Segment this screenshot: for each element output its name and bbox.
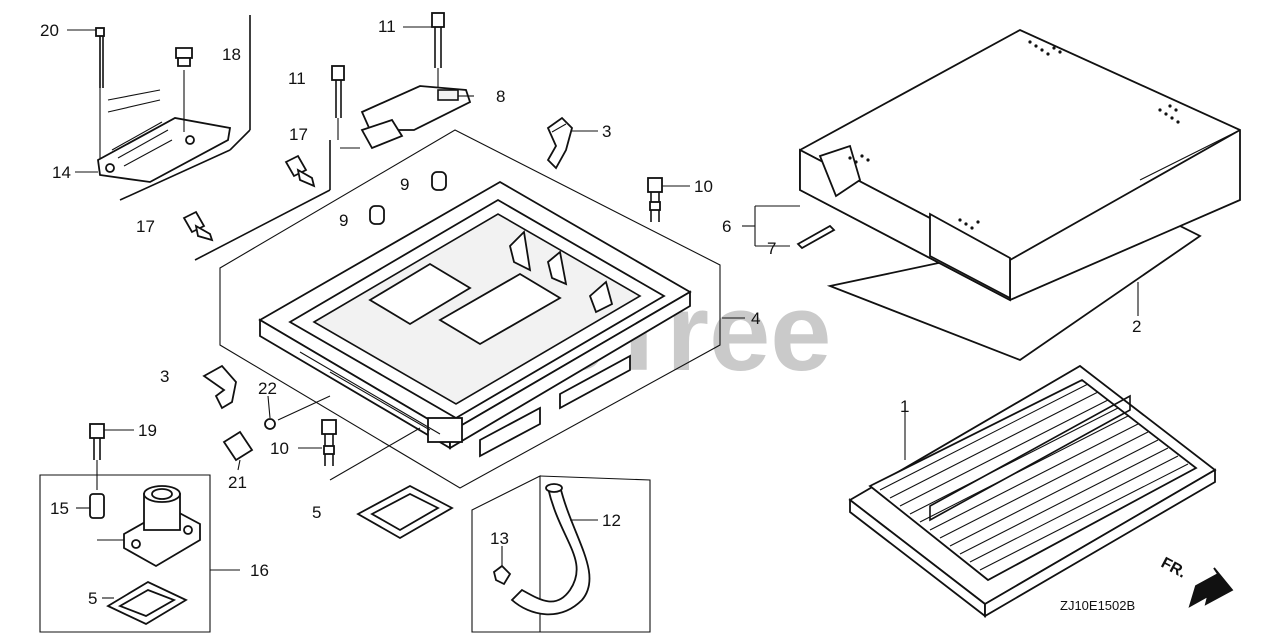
callout-22: 22 [258, 379, 277, 398]
gasket-5-lower[interactable] [106, 580, 188, 626]
clip-3-lower[interactable] [202, 364, 237, 410]
pin-7[interactable] [796, 224, 836, 250]
clip-3-upper[interactable] [546, 116, 574, 170]
plate-8[interactable] [340, 85, 472, 150]
cover-vent-dots [848, 40, 1180, 230]
callout-11-left: 11 [288, 69, 306, 88]
callout-16: 16 [250, 561, 269, 580]
callout-1: 1 [900, 397, 909, 416]
bolt-11-left[interactable] [331, 65, 345, 140]
front-direction-arrow-icon [1188, 567, 1234, 608]
cap-21[interactable] [222, 430, 254, 462]
callout-17-lower: 17 [136, 217, 155, 236]
callout-9-upper: 9 [400, 175, 409, 194]
diagram-code: ZJ10E1502B [1060, 598, 1135, 613]
washer-22[interactable] [264, 418, 276, 430]
callout-13: 13 [490, 529, 509, 548]
bolt-17-lower[interactable] [182, 210, 214, 242]
callout-11-top: 11 [378, 17, 396, 36]
callout-6: 6 [722, 217, 731, 236]
bolt-19[interactable] [89, 423, 105, 490]
joint-16[interactable] [97, 485, 201, 568]
callout-7: 7 [767, 239, 776, 258]
cap-9-upper[interactable] [431, 171, 447, 191]
callout-12: 12 [602, 511, 621, 530]
bolt-17-upper[interactable] [284, 154, 316, 188]
callout-18: 18 [222, 45, 241, 64]
filter-pleats [879, 383, 1189, 571]
cap-9-lower[interactable] [369, 205, 385, 225]
bolt-10-upper[interactable] [647, 177, 663, 222]
callout-10-lower: 10 [270, 439, 289, 458]
callout-21: 21 [228, 473, 247, 492]
callout-9-lower: 9 [339, 211, 348, 230]
callout-5-upper: 5 [312, 503, 321, 522]
callout-17-upper: 17 [289, 125, 308, 144]
callout-3-upper: 3 [602, 122, 611, 141]
callout-14: 14 [52, 163, 71, 182]
callout-10-upper: 10 [694, 177, 713, 196]
bolt-10-lower[interactable] [321, 419, 337, 466]
callout-3-lower: 3 [160, 367, 169, 386]
bracket-assembly[interactable] [95, 15, 251, 201]
air-filter-element-1[interactable] [848, 364, 1217, 618]
callout-4: 4 [751, 309, 760, 328]
breather-hose-12[interactable] [510, 483, 591, 616]
air-cleaner-case-4[interactable] [258, 180, 692, 458]
leader-lines [67, 26, 1139, 599]
callout-2: 2 [1132, 317, 1141, 336]
collar-15[interactable] [89, 493, 105, 519]
gasket-5-upper[interactable] [356, 484, 454, 540]
callout-5-lower: 5 [88, 589, 97, 608]
callout-15: 15 [50, 499, 69, 518]
callout-19: 19 [138, 421, 157, 440]
front-direction-label: FR. [1158, 555, 1189, 582]
bolt-11-top[interactable] [431, 12, 445, 92]
callout-8: 8 [496, 87, 505, 106]
callout-20: 20 [40, 21, 59, 40]
clamp-13[interactable] [492, 564, 512, 586]
callout-labels: 20 18 14 17 17 11 11 8 3 9 9 10 6 7 4 2 … [40, 17, 1141, 608]
air-cleaner-cover-2[interactable] [799, 28, 1241, 362]
